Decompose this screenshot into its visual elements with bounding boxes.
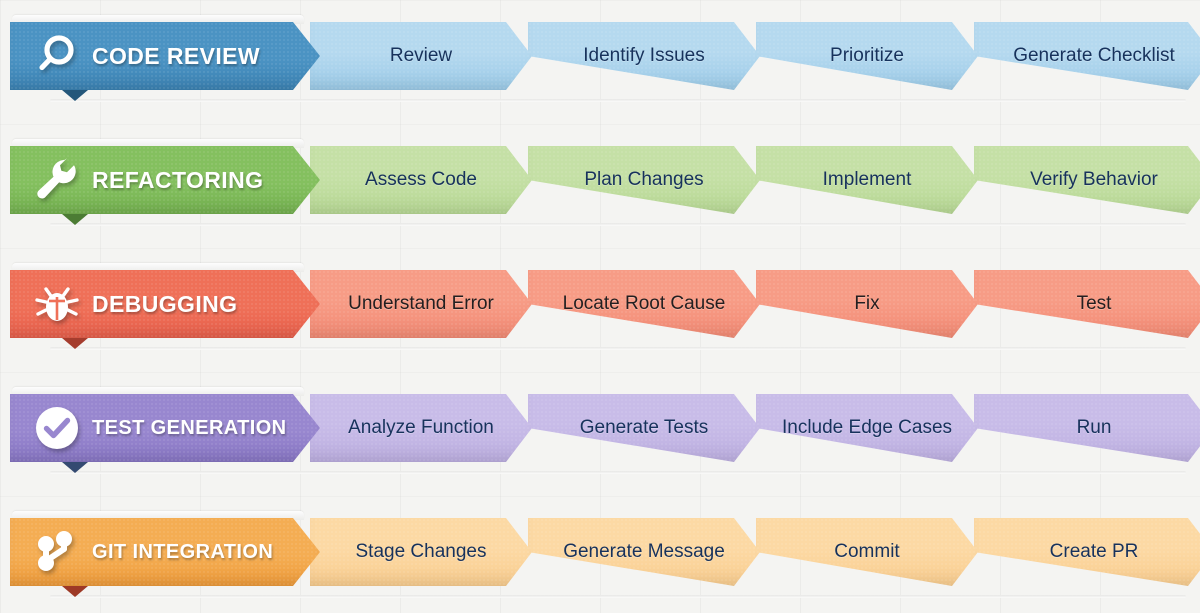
step-code-review-1[interactable]: Review [310, 22, 532, 90]
workflow-row-debugging: Understand Error Locate Root Cause Fix Test… [10, 263, 1190, 350]
workflow-label-debugging[interactable]: DEBUGGING [10, 270, 320, 338]
magnifier-icon [26, 33, 88, 79]
step-refactoring-3[interactable]: Implement [756, 146, 978, 214]
step-git-integration-4[interactable]: Create PR [974, 518, 1200, 586]
step-label: Generate Tests [579, 417, 709, 438]
step-test-generation-4[interactable]: Run [974, 394, 1200, 462]
row-shelf-line [50, 595, 1186, 598]
step-strip-refactoring: Assess Code Plan Changes Implement Verify B… [310, 146, 1196, 214]
label-tail [62, 586, 88, 597]
step-code-review-2[interactable]: Identify Issues [528, 22, 760, 90]
step-label: Review [389, 45, 453, 66]
git-branch-icon [26, 528, 88, 576]
workflow-label-text: GIT INTEGRATION [92, 540, 274, 563]
step-strip-debugging: Understand Error Locate Root Cause Fix Test [310, 270, 1196, 338]
workflow-row-code-review: Review Identify Issues Prioritize Generate … [10, 15, 1190, 102]
workflow-label-git-integration[interactable]: GIT INTEGRATION [10, 518, 320, 586]
workflow-row-git-integration: Stage Changes Generate Message Commit Creat… [10, 511, 1190, 598]
step-test-generation-2[interactable]: Generate Tests [528, 394, 760, 462]
step-code-review-4[interactable]: Generate Checklist [974, 22, 1200, 90]
row-top-highlight [12, 511, 304, 520]
step-code-review-3[interactable]: Prioritize [756, 22, 978, 90]
step-strip-code-review: Review Identify Issues Prioritize Generate … [310, 22, 1196, 90]
row-shelf-line [50, 223, 1186, 226]
workflow-label-refactoring[interactable]: REFACTORING [10, 146, 320, 214]
step-label: Understand Error [348, 293, 494, 314]
step-label: Prioritize [830, 45, 904, 66]
row-shelf-line [50, 347, 1186, 350]
step-label: Test [1076, 293, 1112, 314]
row-shelf-line [50, 99, 1186, 102]
step-refactoring-4[interactable]: Verify Behavior [974, 146, 1200, 214]
step-label: Verify Behavior [1030, 169, 1158, 190]
step-test-generation-3[interactable]: Include Edge Cases [756, 394, 978, 462]
label-tail [62, 462, 88, 473]
workflow-row-test-generation: Analyze Function Generate Tests Include Ed… [10, 387, 1190, 474]
step-debugging-1[interactable]: Understand Error [310, 270, 532, 338]
step-label: Generate Checklist [1013, 45, 1175, 66]
workflow-label-text: DEBUGGING [92, 290, 238, 317]
bug-icon [26, 280, 88, 328]
step-label: Implement [822, 169, 912, 190]
row-top-highlight [12, 15, 304, 24]
step-label: Run [1076, 417, 1112, 438]
step-strip-git-integration: Stage Changes Generate Message Commit Creat… [310, 518, 1196, 586]
step-label: Include Edge Cases [781, 417, 953, 438]
step-label: Stage Changes [355, 541, 487, 562]
step-label: Analyze Function [348, 417, 494, 438]
step-git-integration-1[interactable]: Stage Changes [310, 518, 532, 586]
workflow-label-test-generation[interactable]: TEST GENERATION [10, 394, 320, 462]
workflow-label-text: CODE REVIEW [92, 42, 260, 69]
row-shelf-line [50, 471, 1186, 474]
check-circle-icon [26, 404, 88, 452]
wrench-icon [26, 156, 88, 204]
step-label: Plan Changes [584, 169, 704, 190]
step-label: Assess Code [365, 169, 477, 190]
step-label: Generate Message [563, 541, 725, 562]
step-strip-test-generation: Analyze Function Generate Tests Include Ed… [310, 394, 1196, 462]
label-tail [62, 338, 88, 349]
workflow-label-text: TEST GENERATION [92, 416, 287, 439]
step-refactoring-1[interactable]: Assess Code [310, 146, 532, 214]
step-label: Create PR [1049, 541, 1139, 562]
row-top-highlight [12, 387, 304, 396]
row-top-highlight [12, 139, 304, 148]
workflow-row-refactoring: Assess Code Plan Changes Implement Verify B… [10, 139, 1190, 226]
step-label: Fix [854, 293, 880, 314]
step-debugging-4[interactable]: Test [974, 270, 1200, 338]
step-label: Commit [834, 541, 900, 562]
step-git-integration-2[interactable]: Generate Message [528, 518, 760, 586]
step-test-generation-1[interactable]: Analyze Function [310, 394, 532, 462]
row-top-highlight [12, 263, 304, 272]
label-tail [62, 90, 88, 101]
step-git-integration-3[interactable]: Commit [756, 518, 978, 586]
step-label: Identify Issues [583, 45, 705, 66]
step-debugging-3[interactable]: Fix [756, 270, 978, 338]
workflow-label-text: REFACTORING [92, 166, 264, 193]
workflow-label-code-review[interactable]: CODE REVIEW [10, 22, 320, 90]
step-label: Locate Root Cause [562, 293, 726, 314]
step-debugging-2[interactable]: Locate Root Cause [528, 270, 760, 338]
label-tail [62, 214, 88, 225]
step-refactoring-2[interactable]: Plan Changes [528, 146, 760, 214]
